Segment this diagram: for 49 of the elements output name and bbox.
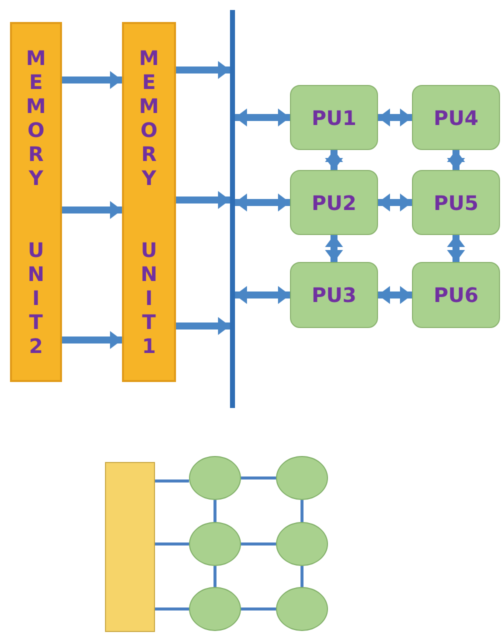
arrow — [62, 201, 122, 219]
double-arrow — [447, 150, 465, 170]
unit-label: PU5 — [434, 190, 478, 214]
connector-line — [241, 476, 276, 480]
processor-circle — [189, 456, 241, 500]
arrow — [62, 331, 122, 349]
double-arrow — [235, 108, 290, 126]
processor-circle — [276, 587, 328, 631]
double-arrow — [378, 194, 412, 212]
unit-label: PU4 — [434, 106, 478, 130]
processor-circle — [276, 456, 328, 500]
connector-line — [155, 608, 189, 610]
processing-unit-box — [412, 85, 500, 150]
connector-line — [214, 500, 216, 522]
processing-unit-box — [290, 262, 378, 328]
double-arrow — [325, 235, 343, 262]
connector-line — [241, 542, 276, 546]
unit-label: PU6 — [434, 283, 478, 307]
unit-label: PU3 — [312, 283, 356, 307]
arrow — [176, 191, 230, 209]
processing-unit-box — [412, 170, 500, 235]
memory-unit-bar — [122, 22, 176, 382]
double-arrow — [325, 150, 343, 170]
double-arrow — [447, 235, 465, 262]
double-arrow — [378, 286, 412, 304]
double-arrow — [235, 286, 290, 304]
connector-line — [214, 566, 216, 587]
unit-label: PU2 — [312, 190, 356, 214]
arrow — [176, 317, 230, 335]
processor-circle — [189, 587, 241, 631]
connector-line — [241, 608, 276, 610]
connector-line — [155, 542, 189, 546]
connector-line — [155, 480, 189, 482]
memory-unit-bar — [10, 22, 62, 382]
connector-line — [300, 500, 304, 522]
processing-unit-box — [290, 85, 378, 150]
connector-line — [300, 566, 304, 587]
double-arrow — [378, 108, 412, 126]
double-arrow — [235, 194, 290, 212]
arrow — [176, 61, 230, 79]
processor-circle — [276, 522, 328, 566]
vertical-label: MEMORY UNIT1 — [139, 46, 159, 358]
processing-unit-box — [412, 262, 500, 328]
arrow — [62, 71, 122, 89]
processing-unit-box — [290, 170, 378, 235]
memory-block — [105, 462, 155, 632]
vertical-label: MEMORY UNIT2 — [26, 46, 46, 358]
processor-circle — [189, 522, 241, 566]
unit-label: PU1 — [312, 106, 356, 130]
